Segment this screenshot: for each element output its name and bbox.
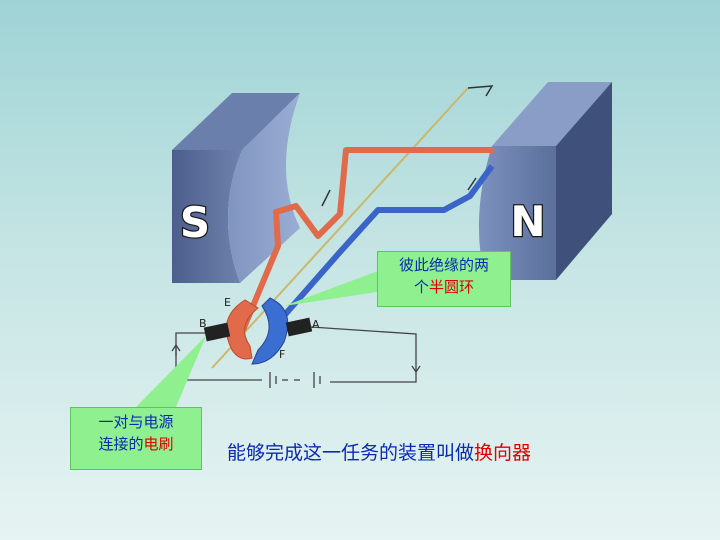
callout-rings-highlight: 半圆环 (429, 278, 475, 296)
callout-rings-line2: 个半圆环 (378, 276, 510, 298)
brush-a (285, 317, 313, 337)
label-f: F (279, 348, 285, 361)
label-a: A (312, 318, 320, 331)
rotation-arrow-icon (467, 85, 494, 97)
callout-brushes: 一对与电源 连接的电刷 (70, 407, 202, 470)
caption: 能够完成这一任务的装置叫做换向器 (227, 438, 531, 465)
pole-s-label: S (180, 198, 210, 247)
callout-brushes-line1: 一对与电源 (98, 413, 174, 431)
current-arrow-icon (467, 177, 477, 191)
brush-b (203, 322, 231, 342)
half-ring-f (251, 297, 289, 365)
current-arrow-icon (321, 189, 331, 207)
coil-red (240, 147, 494, 332)
half-ring-e (225, 299, 259, 360)
caption-highlight: 换向器 (474, 442, 532, 464)
magnet-n (478, 82, 612, 280)
pole-n-label: N (510, 197, 545, 246)
caption-prefix: 能够完成这一任务的装置叫做 (227, 442, 475, 464)
callout-brushes-prefix: 连接的 (98, 435, 144, 453)
callout-rings-pointer (284, 268, 390, 306)
axle (211, 87, 469, 369)
callout-brushes-highlight: 电刷 (143, 435, 174, 453)
callout-rings-prefix: 个 (413, 278, 429, 296)
label-e: E (224, 296, 231, 309)
magnet-s (172, 93, 300, 283)
callout-brushes-pointer (136, 336, 206, 407)
external-circuit (171, 326, 421, 388)
callout-half-rings: 彼此绝缘的两 个半圆环 (377, 251, 511, 307)
callout-rings-line1: 彼此绝缘的两 (398, 256, 489, 274)
callout-brushes-line2: 连接的电刷 (71, 433, 201, 455)
label-b: B (199, 317, 207, 330)
coil-blue (279, 164, 495, 320)
